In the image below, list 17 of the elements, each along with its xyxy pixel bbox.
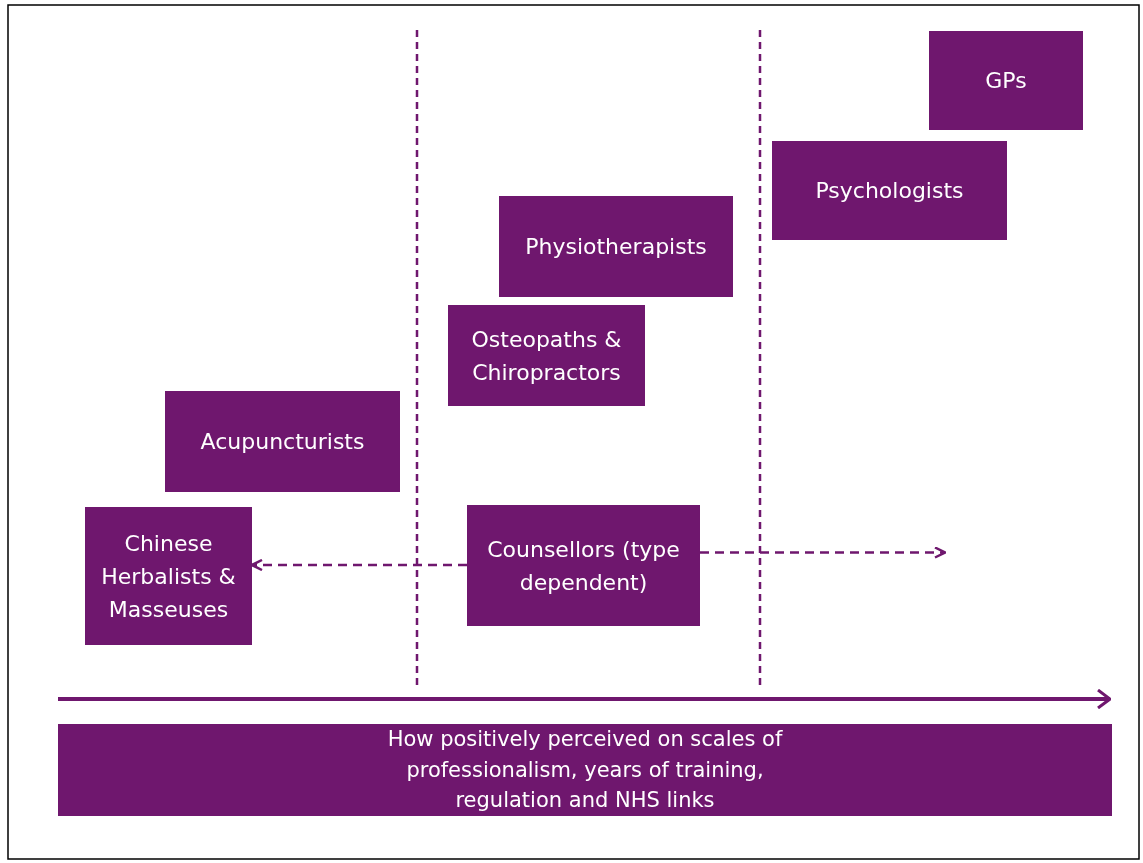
profession-box bbox=[499, 196, 733, 297]
profession-label: Counsellors (type dependent) bbox=[486, 535, 681, 597]
profession-label: Physiotherapists bbox=[525, 233, 707, 261]
arrow bbox=[700, 546, 947, 559]
profession-box bbox=[448, 305, 645, 406]
scale-caption: How positively perceived on scales of professionalism, years of training, regulation and NHS links bbox=[386, 726, 784, 815]
profession-box bbox=[467, 505, 700, 626]
profession-box bbox=[929, 31, 1083, 130]
profession-box bbox=[85, 507, 252, 645]
scale-caption-bar bbox=[58, 724, 1112, 816]
profession-label: Osteopaths & Chiropractors bbox=[470, 325, 623, 387]
profession-box bbox=[165, 391, 400, 492]
profession-label: Acupuncturists bbox=[200, 428, 365, 456]
profession-label: GPs bbox=[985, 67, 1027, 95]
profession-box bbox=[772, 141, 1007, 240]
profession-label: Chinese Herbalists & Masseuses bbox=[100, 529, 237, 624]
profession-label: Psychologists bbox=[815, 177, 964, 205]
